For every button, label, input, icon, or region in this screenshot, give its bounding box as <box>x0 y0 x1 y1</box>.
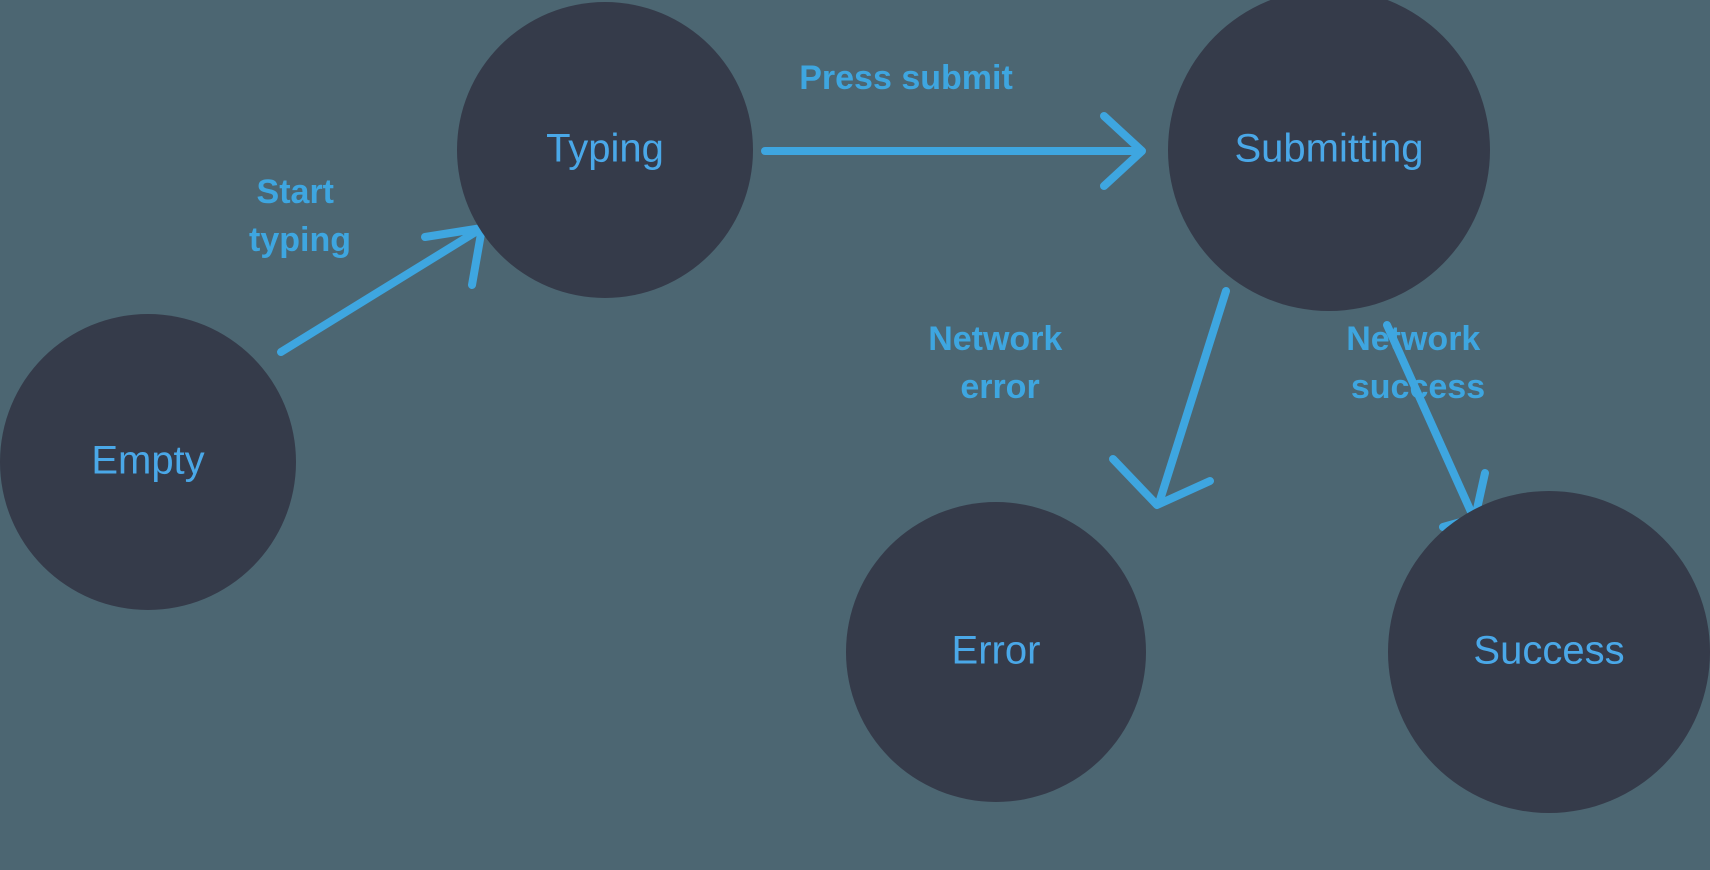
edge-label-line: Start <box>257 173 334 211</box>
state-node-success-circle <box>1388 491 1710 813</box>
state-node-success-label: Success <box>1473 629 1624 673</box>
svg-text:Network success: Network success <box>1346 320 1490 406</box>
state-node-error-label: Error <box>952 629 1041 673</box>
edge-label-line: success <box>1351 368 1485 406</box>
state-node-typing[interactable]: Typing <box>457 2 753 298</box>
edge-empty-to-typing-line <box>277 229 478 356</box>
state-node-empty-label: Empty <box>91 439 204 483</box>
state-node-empty[interactable]: Empty <box>0 314 296 610</box>
edge-label-submitting-to-success: Network success <box>1346 320 1490 406</box>
state-node-submitting-circle <box>1168 0 1490 311</box>
state-node-error[interactable]: Error <box>846 502 1146 802</box>
state-node-submitting-label: Submitting <box>1235 127 1424 171</box>
state-node-error-circle <box>846 502 1146 802</box>
edge-label-line: Network <box>928 320 1062 358</box>
edge-submitting-to-error-arrowhead <box>1109 455 1214 509</box>
svg-text:Start typing: Start typing <box>249 173 351 259</box>
state-node-typing-label: Typing <box>546 127 664 171</box>
edge-label-empty-to-typing: Start typing <box>249 173 351 259</box>
edge-label-line: Network <box>1346 320 1480 358</box>
edge-typing-to-submitting-arrowhead <box>1100 112 1146 190</box>
edge-label-submitting-to-error: Network error <box>928 320 1072 406</box>
edge-typing-to-submitting[interactable] <box>761 112 1146 190</box>
edge-submitting-to-success-line <box>1383 321 1476 518</box>
svg-text:Press submit: Press submit <box>799 59 1013 97</box>
edge-label-line: Press submit <box>799 59 1013 97</box>
edge-submitting-to-error[interactable] <box>1109 287 1230 509</box>
state-node-success[interactable]: Success <box>1388 491 1710 813</box>
edge-label-line: error <box>960 368 1039 406</box>
svg-text:Network error: Network error <box>928 320 1072 406</box>
edge-label-typing-to-submitting: Press submit <box>799 59 1013 97</box>
edge-label-line: typing <box>249 221 351 259</box>
state-node-empty-circle <box>0 314 296 610</box>
edge-submitting-to-error-line <box>1156 287 1230 504</box>
state-node-submitting[interactable]: Submitting <box>1168 0 1490 311</box>
state-node-typing-circle <box>457 2 753 298</box>
